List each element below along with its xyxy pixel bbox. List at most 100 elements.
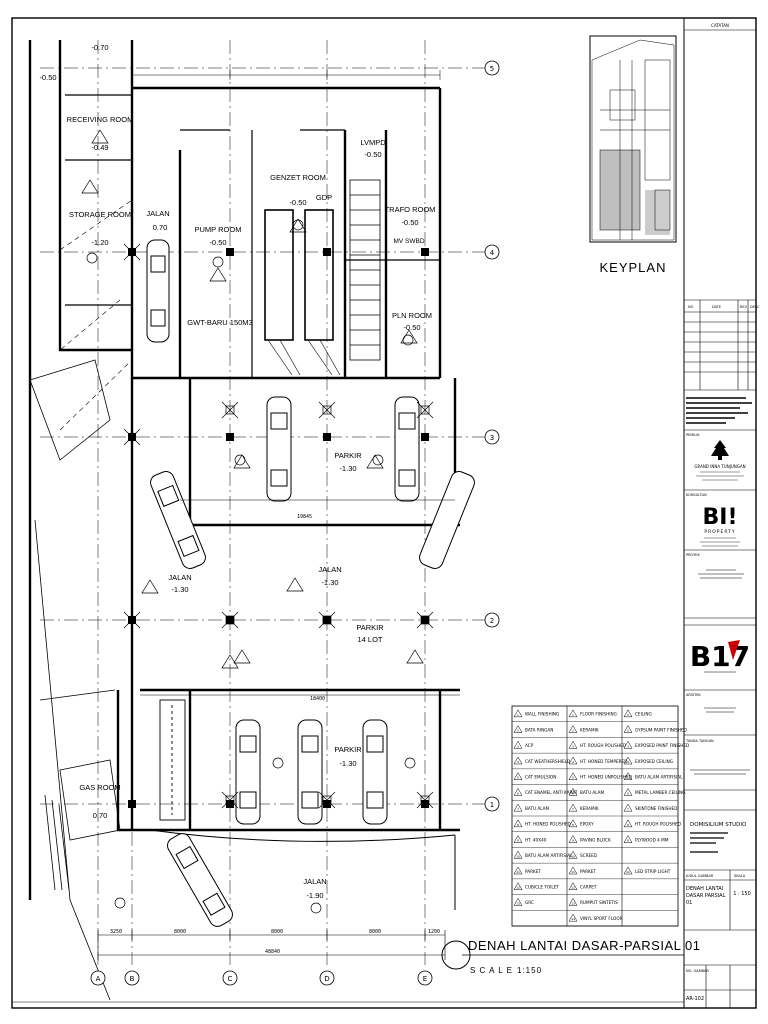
- legend-tag-number: 12: [571, 886, 575, 890]
- sheet-title-block: [441, 940, 684, 970]
- dim-seg-2: 8000: [174, 929, 186, 935]
- car-icon: [235, 719, 261, 825]
- tb-header: CATATAN: [711, 23, 729, 28]
- legend-item-text: VINYL SPORT FLOOR: [580, 916, 623, 921]
- legend-tag-number: 2: [627, 729, 629, 733]
- legend-item-text: CAT WEATHERSHIELD: [525, 759, 570, 764]
- legend-item-text: PAVING BLOCK: [580, 837, 611, 842]
- grid-col-label: E: [423, 975, 427, 983]
- room-level: -0.50: [403, 323, 420, 332]
- legend-item-text: WALL FINISHING: [525, 712, 559, 717]
- company-logo-mark: BI!: [703, 505, 738, 530]
- legend-tag-number: 12: [516, 886, 520, 890]
- legend-tag-number: 7: [627, 807, 629, 811]
- legend-item-text: FLOOR FINISHING: [580, 712, 617, 717]
- legend-tag-icon: [568, 740, 578, 749]
- col-grid-bubbles: [90, 970, 433, 986]
- keyplan-label: KEYPLAN: [600, 260, 667, 275]
- legend-tag-icon: [623, 740, 633, 749]
- legend-tag-icon: [623, 835, 633, 843]
- room-name: TRAFO ROOM: [385, 205, 436, 214]
- legend-tag-icon: [513, 756, 523, 765]
- legend-tag-number: 10: [516, 854, 520, 858]
- legend-item-text: SCREED: [580, 853, 597, 858]
- room-name: PARKIR: [334, 451, 362, 460]
- legend-tag-number: 7: [572, 807, 574, 811]
- legend-item-text: HT. HONED TEMPERED: [580, 759, 627, 764]
- room-name: GENZET ROOM: [270, 173, 326, 182]
- legend-tag-number: 11: [516, 870, 520, 874]
- legend-tag-icon: [568, 709, 578, 718]
- legend-tag-icon: [513, 850, 523, 859]
- room-name: PLN ROOM: [392, 311, 432, 320]
- grid-col-label: C: [228, 975, 233, 983]
- scale-label: S C A L E: [470, 966, 513, 975]
- room-level: -0.49: [91, 143, 108, 152]
- legend-tag-icon: [513, 819, 523, 828]
- legend-item-text: CARPET: [580, 885, 597, 890]
- legend-tag-number: 5: [517, 776, 519, 780]
- legend-tag-icon: [623, 756, 633, 765]
- room-level: -1.30: [171, 585, 188, 594]
- legend-tag-number: 13: [571, 901, 575, 905]
- legend-tag-icon: [568, 725, 578, 733]
- car-icon: [150, 471, 206, 569]
- room-name: PARKIR: [334, 745, 362, 754]
- signature-label: TANDA TANGAN: [685, 739, 714, 743]
- legend-tag-icon: [568, 897, 578, 906]
- legend-tag-number: 6: [627, 791, 629, 795]
- studio-name: DOMISILIUM STUDIO: [690, 822, 747, 828]
- car-icon: [394, 396, 420, 502]
- legend-item-text: PARKET: [580, 869, 596, 874]
- bottom-edge: [149, 829, 456, 842]
- left-boundary: [29, 359, 121, 1001]
- legend-item-text: GRC: [525, 900, 534, 905]
- number-label: NO. GAMBAR: [686, 969, 709, 973]
- legend-item-text: PLYWOOD 4 MM: [635, 837, 669, 842]
- legend-tag-number: 11: [626, 870, 630, 874]
- room-name: MV SWBD: [393, 238, 424, 245]
- legend-item-text: KERAMIK: [580, 806, 599, 811]
- bottom-dimension: [97, 930, 446, 960]
- legend-item-text: BATU ALAM: [580, 790, 605, 795]
- legend-tag-icon: [568, 835, 578, 843]
- legend-tag-icon: [568, 882, 578, 890]
- drawing-label: JUDUL GAMBAR: [685, 874, 714, 878]
- legend-item-text: LED STRIP LIGHT: [635, 869, 671, 874]
- car-icon: [146, 239, 170, 343]
- dim-seg-4: 8000: [369, 929, 381, 935]
- room-name: JALAN: [168, 573, 191, 582]
- scale-value: 1:150: [517, 966, 542, 975]
- gwt-tanks: [264, 209, 341, 376]
- room-name: RECEIVING ROOM: [67, 115, 134, 124]
- finish-tags: [81, 129, 424, 914]
- rev-col: DESC: [750, 305, 760, 309]
- legend-tag-number: 6: [572, 791, 574, 795]
- legend-tag-icon: [513, 787, 523, 796]
- legend-tag-number: 1: [627, 713, 629, 717]
- car-icon: [297, 719, 323, 825]
- grid-row-label: 2: [490, 617, 494, 625]
- partitions: [65, 94, 440, 378]
- legend-item-text: BATA RINGAN: [525, 727, 553, 732]
- room-name: PARKIR: [356, 623, 384, 632]
- legend-tag-icon: [513, 882, 523, 890]
- row-grid-bubbles: [484, 60, 500, 812]
- legend-tag-icon: [568, 803, 578, 812]
- structural-walls: [28, 40, 460, 900]
- owner-logo-icon: [711, 440, 729, 460]
- room-name: GDP: [316, 193, 332, 202]
- drawing-title-right: DENAH LANTAI DASAR PARSIAL 01: [686, 886, 726, 906]
- drawing-number: AR-102: [686, 996, 704, 1002]
- owner-logo-text: GRAND INNA TUNJUNGAN: [694, 464, 745, 469]
- legend-tag-number: 7: [517, 807, 519, 811]
- legend-tag-icon: [513, 897, 523, 906]
- room-name: LVMPD: [360, 138, 386, 147]
- legend-item-text: EPOXY: [580, 822, 594, 827]
- legend-tag-number: 8: [627, 823, 629, 827]
- car-icon: [266, 396, 292, 502]
- dim-upper-span: 19845: [297, 514, 312, 520]
- legend-item-text: EXPOSED CEILING: [635, 759, 673, 764]
- rev-col: DATE: [712, 305, 721, 309]
- legend-tag-number: 2: [572, 729, 574, 733]
